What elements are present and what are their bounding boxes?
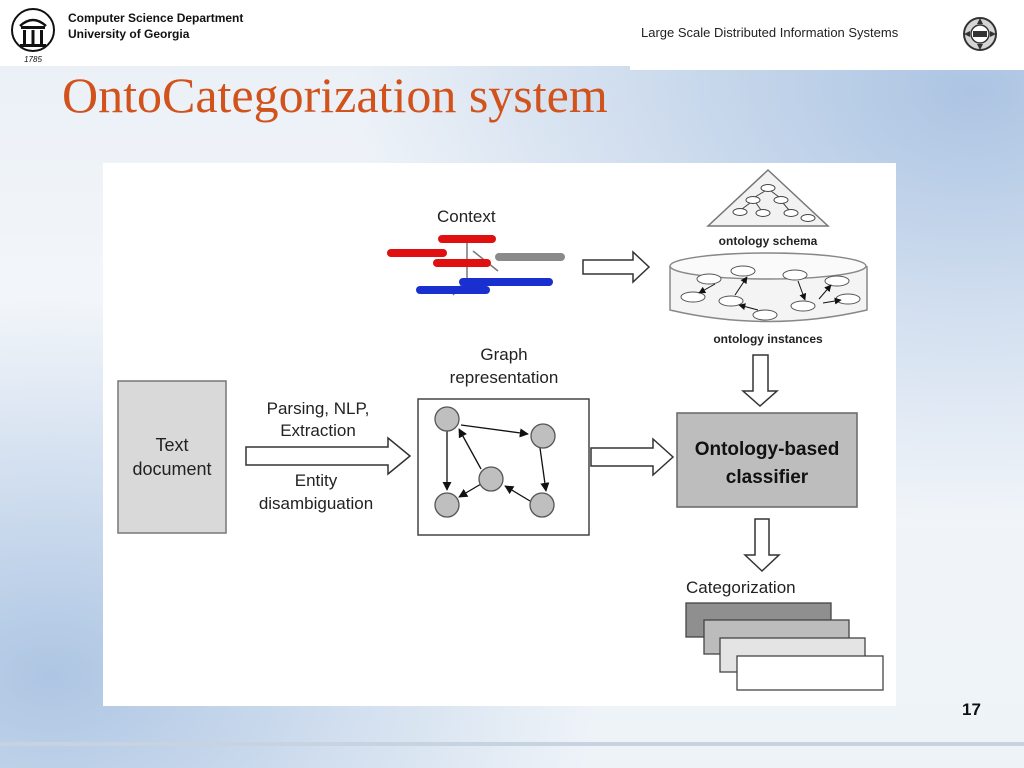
university-arch-logo: 1785: [11, 8, 55, 64]
context-bar-blue: [416, 286, 490, 294]
context-bar-gray: [495, 253, 565, 261]
context-bar-red: [433, 259, 491, 267]
entity-label-line1: Entity: [295, 471, 338, 490]
university-name: University of Georgia: [68, 27, 190, 41]
hollow-arrow-graph-to-classifier: [590, 437, 675, 477]
ontology-instances-graphic: [669, 252, 868, 323]
page-number: 17: [962, 700, 981, 719]
classifier-label-line1: Ontology-based: [695, 439, 840, 460]
graph-label-line2: representation: [450, 368, 559, 387]
header-right-panel: [630, 0, 1024, 70]
slide-title: OntoCategorization system: [62, 67, 608, 123]
lsdis-globe-icon: [963, 17, 997, 51]
course-title: Large Scale Distributed Information Syst…: [641, 25, 899, 40]
graph-label-line1: Graph: [480, 345, 527, 364]
categorization-label: Categorization: [686, 578, 796, 597]
graph-node: [434, 492, 460, 518]
text-document-box: [117, 380, 227, 534]
ontology-based-classifier-box: [676, 412, 858, 508]
hollow-arrow-context-to-ontology: [582, 250, 651, 284]
parsing-label-line1: Parsing, NLP,: [267, 399, 370, 418]
department-name: Computer Science Department: [68, 11, 244, 25]
category-card: [736, 655, 884, 691]
text-document-line2: document: [132, 459, 211, 479]
hollow-arrow-document-to-graph: [245, 436, 412, 476]
context-label: Context: [437, 207, 496, 226]
logo-year: 1785: [24, 55, 42, 64]
context-bar-red: [438, 235, 496, 243]
graph-node: [530, 423, 556, 449]
context-bar-blue: [459, 278, 553, 286]
footer-divider: [0, 742, 1024, 746]
hollow-arrow-classifier-to-categorization: [743, 518, 781, 573]
graph-node: [434, 406, 460, 432]
department-header: Computer Science Department University o…: [68, 10, 243, 42]
graph-node: [529, 492, 555, 518]
ontology-instances-label: ontology instances: [713, 332, 823, 346]
graph-node: [478, 466, 504, 492]
text-document-line1: Text: [155, 435, 188, 455]
context-bars: [387, 235, 565, 296]
ontocategorization-diagram: Context: [117, 168, 884, 691]
graph-nodes: [434, 406, 556, 518]
ontology-schema-label: ontology schema: [719, 234, 818, 248]
diagram-panel: Context: [103, 163, 896, 706]
classifier-label-line2: classifier: [726, 467, 809, 488]
entity-label-line2: disambiguation: [259, 494, 373, 513]
parsing-label-line2: Extraction: [280, 421, 356, 440]
context-bar-red: [387, 249, 447, 257]
hollow-arrow-ontology-to-classifier: [741, 354, 779, 408]
categorization-stack: [685, 602, 884, 691]
ontology-schema-graphic: [706, 168, 830, 227]
